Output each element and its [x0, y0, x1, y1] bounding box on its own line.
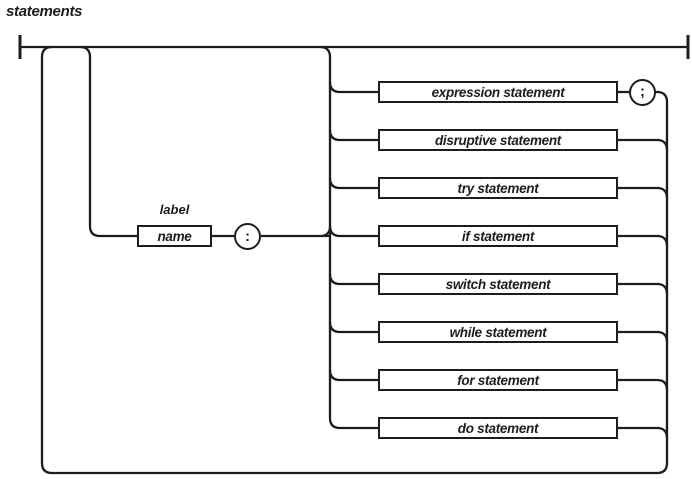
branch-disruptive: [328, 129, 378, 142]
node-name: name: [137, 225, 212, 247]
colon-terminal: :: [234, 223, 261, 250]
branch-try: [328, 177, 378, 190]
node-expression-statement: expression statement: [378, 81, 618, 103]
merge-do: [618, 426, 669, 439]
label-junction-fillet: [321, 227, 332, 238]
merge-for: [618, 378, 669, 391]
label-caption: label: [159, 202, 190, 217]
node-for-statement: for statement: [378, 369, 618, 391]
merge-try: [618, 186, 669, 199]
node-disruptive-statement: disruptive statement: [378, 129, 618, 151]
branch-while: [328, 321, 378, 334]
branch-for: [328, 369, 378, 382]
node-while-statement: while statement: [378, 321, 618, 343]
branch-if: [328, 225, 378, 238]
node-switch-statement: switch statement: [378, 273, 618, 295]
distribution-column: [319, 45, 378, 430]
merge-switch: [618, 282, 669, 295]
branch-switch: [328, 273, 378, 286]
label-branch-track: [79, 45, 137, 238]
merge-disruptive: [618, 138, 669, 151]
node-if-statement: if statement: [378, 225, 618, 247]
merge-while: [618, 330, 669, 343]
branch-expression: [328, 81, 378, 94]
merge-if: [618, 234, 669, 247]
loop-track: [40, 45, 669, 475]
diagram-title: statements: [6, 3, 83, 20]
node-try-statement: try statement: [378, 177, 618, 199]
semicolon-terminal: ;: [629, 79, 656, 106]
node-do-statement: do statement: [378, 417, 618, 439]
